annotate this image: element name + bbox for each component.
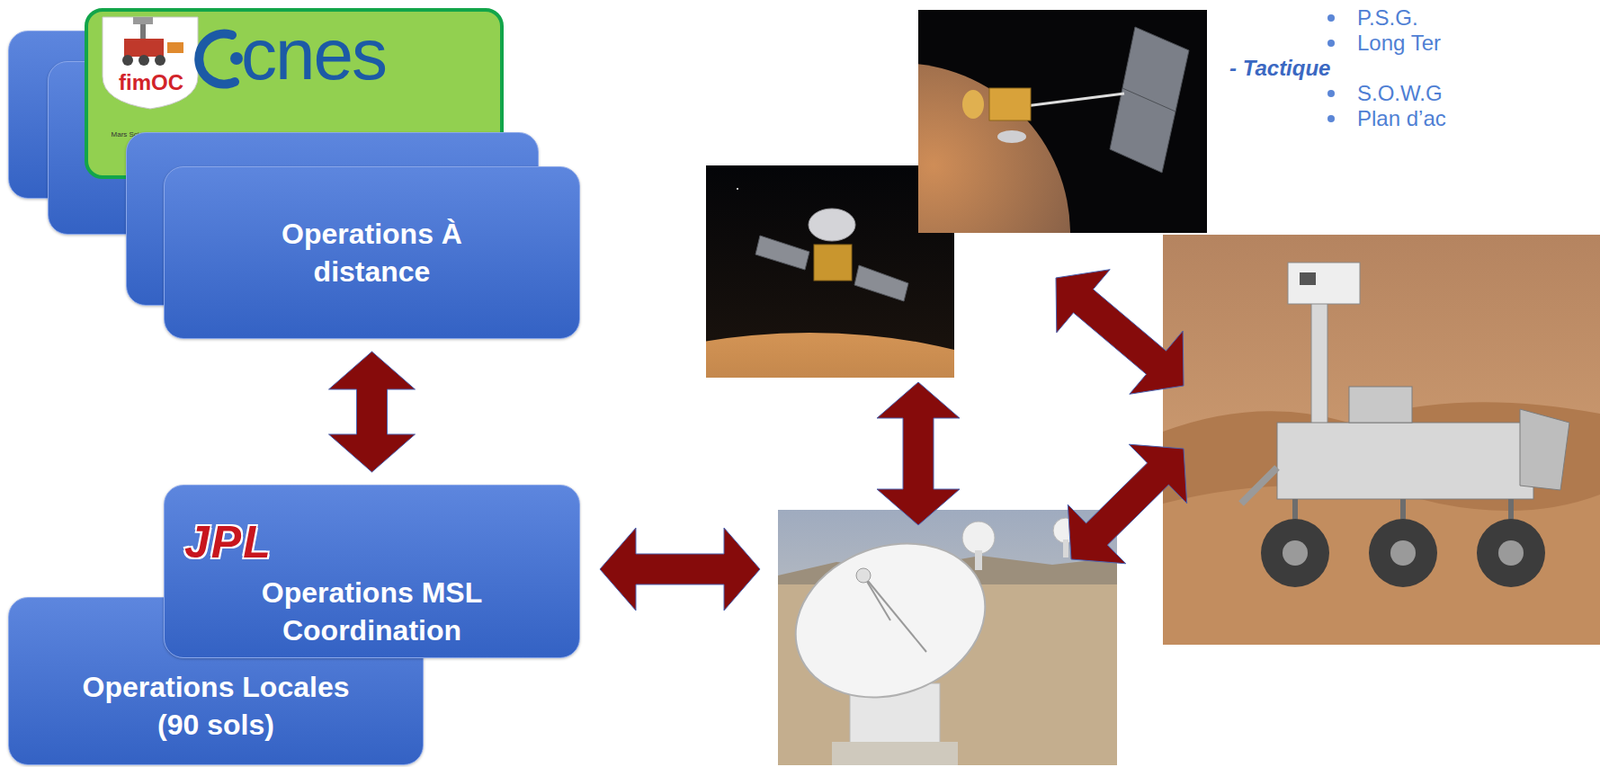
list-item: - Tactique [1229, 55, 1447, 81]
orbiter-photo [918, 9, 1207, 233]
list-item: Long Ter [1357, 30, 1447, 56]
process-box: JPL Operations MSL Coordination [163, 484, 581, 659]
double-arrow [876, 382, 960, 526]
double-arrow [1067, 444, 1187, 564]
orbiter-photo [706, 165, 955, 378]
logo-wordmark: fimOC [118, 71, 184, 95]
list-item: P.S.G. [1357, 5, 1447, 31]
double-arrow [329, 351, 416, 473]
double-arrow [1055, 269, 1184, 395]
logo-wordmark: cnes [241, 18, 501, 91]
list-panel: P.S.G.Long Ter- TactiqueS.O.W.GPlan d’ac [1229, 5, 1447, 132]
process-box: Operations À distance [163, 166, 581, 340]
bullet [1327, 89, 1335, 98]
bullet [1327, 115, 1335, 123]
antenna-photo [777, 509, 1118, 766]
box-title: Operations Locales (90 sols) [67, 668, 365, 744]
box-title: Operations MSL Coordination [237, 573, 508, 650]
box-title: Operations À distance [255, 214, 490, 291]
logo-wordmark: JPL [184, 519, 273, 565]
list-item: S.O.W.G [1357, 80, 1447, 107]
rover-photo [1162, 234, 1600, 645]
list-item: Plan d’ac [1357, 106, 1447, 132]
bullet [1327, 14, 1335, 22]
bullet [1327, 39, 1335, 47]
double-arrow [599, 527, 760, 611]
